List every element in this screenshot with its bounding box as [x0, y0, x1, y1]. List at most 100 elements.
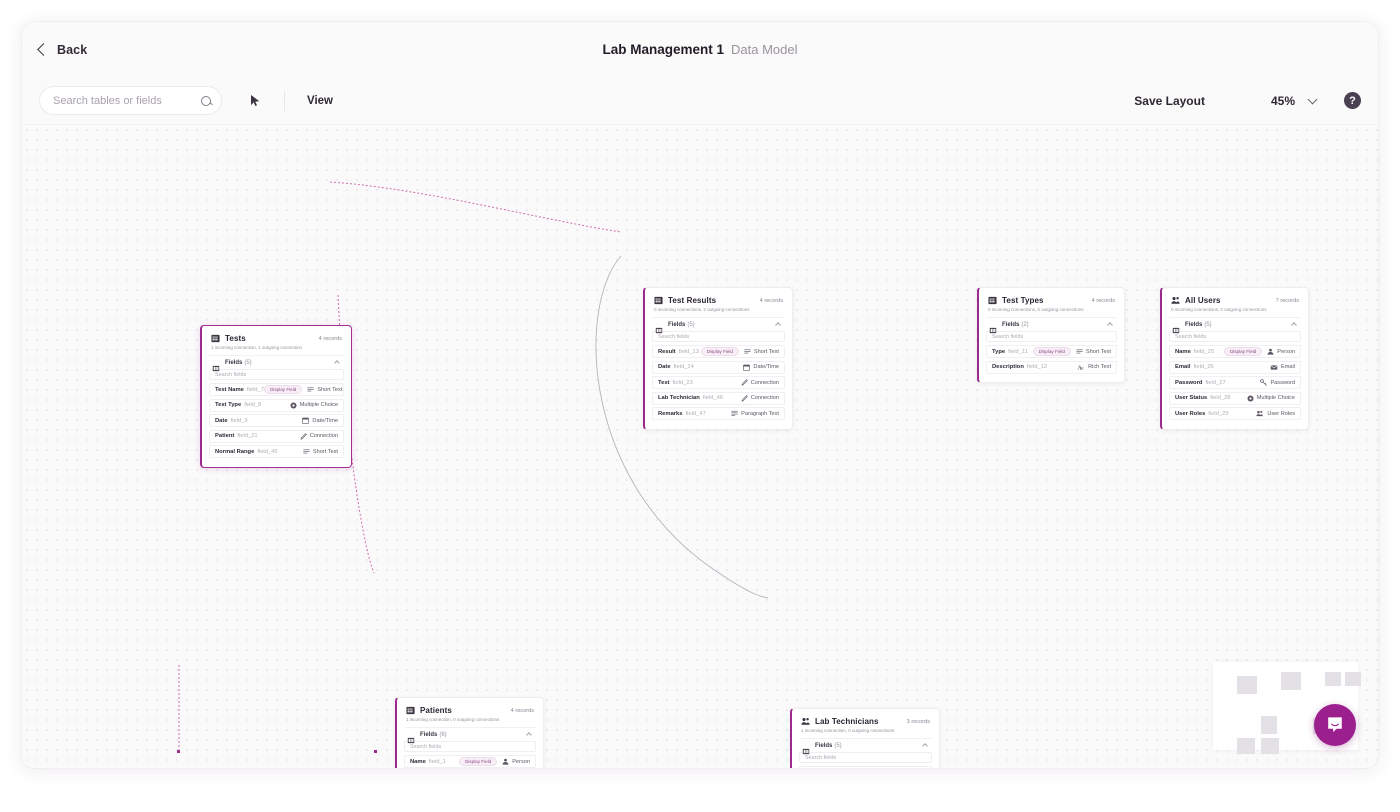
field-row[interactable]: Test Name field_7 Display Field Short Te…: [209, 383, 344, 396]
field-row[interactable]: User Roles field_29 User Roles: [1169, 407, 1301, 420]
field-row[interactable]: Type field_11 Display Field Short Text: [986, 345, 1117, 358]
field-search-input[interactable]: Search fields: [986, 331, 1117, 342]
table-name: Lab Technicians: [815, 717, 879, 726]
field-row[interactable]: Password field_27 Password: [1169, 376, 1301, 389]
field-id: field_29: [1208, 410, 1229, 417]
page-title: Lab Management 1 Data Model: [22, 22, 1378, 77]
table-card-header: All Users 7 records: [1169, 295, 1301, 305]
field-row[interactable]: Remarks field_47 Paragraph Text: [652, 407, 785, 420]
minimap-table-box: [1325, 672, 1341, 686]
table-card[interactable]: Lab Technicians 3 records 1 incoming con…: [790, 708, 940, 768]
field-type-label: Multiple Choice: [299, 402, 338, 408]
top-bar: Back Lab Management 1 Data Model: [22, 22, 1378, 77]
field-id: field_21: [237, 433, 258, 439]
data-model-canvas[interactable]: Tests 4 records 1 incoming connection, 1…: [22, 125, 1378, 768]
field-search-input[interactable]: Search fields: [209, 369, 344, 380]
app-window: Back Lab Management 1 Data Model View Sa…: [22, 22, 1378, 768]
chevron-up-icon[interactable]: [334, 359, 340, 366]
minimap-table-box: [1261, 716, 1277, 734]
table-name: Patients: [420, 706, 452, 715]
search-input[interactable]: [53, 94, 201, 107]
fields-section-header[interactable]: Fields (5): [799, 738, 932, 755]
table-icon: [406, 706, 415, 715]
field-id: field_28: [1210, 395, 1231, 401]
field-id: field_23: [672, 379, 693, 386]
field-row[interactable]: Patient field_21 Connection: [209, 429, 344, 443]
field-type: Short Text: [303, 448, 338, 455]
field-type-label: Short Text: [312, 448, 338, 455]
chevron-up-icon[interactable]: [1291, 321, 1297, 328]
field-search-input[interactable]: Search fields: [652, 331, 785, 342]
field-row[interactable]: Name field_25 Display Field Person: [1169, 345, 1301, 358]
back-button-label: Back: [57, 42, 88, 57]
chevron-up-icon[interactable]: [775, 321, 781, 328]
field-row[interactable]: Lab Technician field_46 Connection: [652, 391, 785, 405]
field-type-label: Date/Time: [753, 364, 779, 370]
record-count: 4 records: [318, 335, 342, 342]
fields-count: (5): [1204, 321, 1212, 328]
view-button[interactable]: View: [307, 94, 333, 107]
fields-section-header[interactable]: Fields (6): [404, 727, 536, 744]
table-name: Tests: [225, 334, 246, 343]
fields-count: (5): [244, 359, 252, 366]
field-search-input[interactable]: Search fields: [404, 741, 536, 752]
minimap-table-box: [1261, 738, 1279, 754]
users-icon: [801, 717, 810, 726]
search-box[interactable]: [39, 86, 222, 115]
short-text-icon: [303, 448, 310, 455]
field-row[interactable]: User Status field_28 Multiple Choice: [1169, 391, 1301, 405]
table-name: Test Types: [1002, 296, 1044, 305]
field-type-label: Short Text: [317, 386, 343, 393]
save-layout-button[interactable]: Save Layout: [1134, 93, 1205, 108]
field-row[interactable]: Normal Range field_45 Short Text: [209, 445, 344, 458]
field-name: User Roles: [1175, 410, 1206, 417]
field-row[interactable]: Description field_12 A a Rich Text: [986, 360, 1117, 374]
minimap-table-box: [1237, 676, 1257, 694]
fields-section-header[interactable]: Fields (5): [1169, 317, 1301, 334]
connection-icon: [300, 432, 307, 440]
connection-summary: 1 incoming connection, 1 outgoing connec…: [211, 345, 303, 350]
field-row[interactable]: Email field_26 Email: [1169, 360, 1301, 374]
field-type-label: Person: [512, 758, 530, 765]
field-name: Date: [658, 364, 671, 370]
field-row[interactable]: Test field_23 Connection: [652, 376, 785, 389]
connection-summary: 0 incoming connections, 0 outgoing conne…: [1171, 307, 1267, 312]
toolbar-right-group: Save Layout 45% ?: [1134, 92, 1361, 109]
table-card[interactable]: Tests 4 records 1 incoming connection, 1…: [200, 325, 352, 468]
table-card-header: Patients 4 records: [404, 705, 536, 715]
display-field-badge: Display Field: [1032, 346, 1071, 357]
field-row[interactable]: Name field_1 Display Field Person: [404, 755, 536, 768]
help-button[interactable]: ?: [1344, 92, 1361, 109]
field-type: Person: [1267, 348, 1295, 355]
fields-section-header[interactable]: Fields (2): [986, 317, 1117, 334]
field-search-input[interactable]: Search fields: [1169, 331, 1301, 342]
chat-support-button[interactable]: [1314, 704, 1356, 746]
connection-summary: 1 incoming connection, 0 outgoing connec…: [801, 728, 895, 733]
chevron-up-icon[interactable]: [526, 731, 532, 738]
fields-section-header[interactable]: Fields (5): [652, 317, 785, 334]
chevron-up-icon[interactable]: [922, 742, 928, 749]
field-row[interactable]: Date field_14 Date/Time: [652, 360, 785, 374]
table-card[interactable]: Test Types 4 records 0 incoming connecti…: [977, 287, 1125, 383]
table-card[interactable]: All Users 7 records 0 incoming connectio…: [1160, 287, 1309, 430]
fields-section-header[interactable]: Fields (5): [209, 355, 344, 372]
field-name: Result: [658, 348, 676, 355]
field-row[interactable]: Date field_9 Date/Time: [209, 414, 344, 427]
field-name: Test Name: [215, 386, 244, 393]
field-type: Email: [1270, 364, 1295, 371]
table-card[interactable]: Patients 4 records 1 incoming connection…: [395, 697, 544, 768]
pointer-tool-button[interactable]: [244, 90, 266, 112]
fields-count: (6): [439, 731, 447, 738]
chevron-down-icon[interactable]: [1307, 94, 1318, 104]
grid-icon: [802, 742, 810, 755]
field-type-label: Connection: [750, 395, 779, 401]
field-row[interactable]: Test Type field_8 Multiple Choice: [209, 398, 344, 412]
field-row[interactable]: Name field_35 Display Field Person: [799, 766, 932, 768]
person-icon: [1267, 348, 1274, 355]
table-card[interactable]: Test Results 4 records 0 incoming connec…: [643, 287, 793, 430]
back-button[interactable]: Back: [37, 42, 88, 57]
chevron-up-icon[interactable]: [1107, 321, 1113, 328]
field-type: Password: [1260, 379, 1295, 386]
field-row[interactable]: Result field_13 Display Field Short Text: [652, 345, 785, 358]
field-search-input[interactable]: Search fields: [799, 752, 932, 763]
